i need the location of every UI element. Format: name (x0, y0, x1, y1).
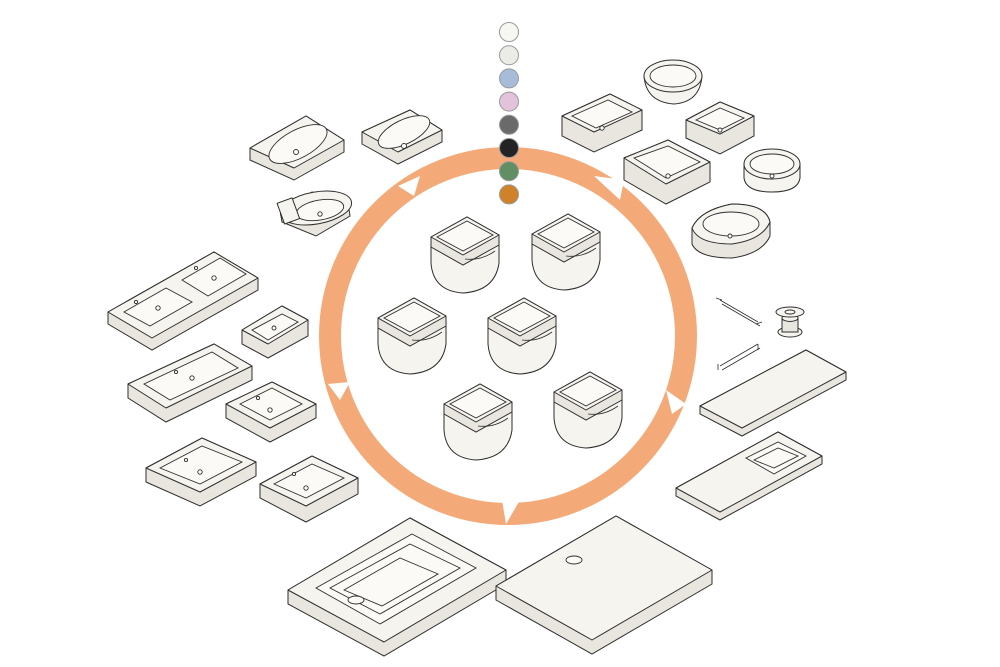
toilet-icon (430, 216, 500, 294)
color-swatch (499, 22, 519, 42)
double-basin-counter (107, 251, 259, 351)
color-swatch (499, 138, 519, 158)
long-trough-basin (127, 343, 253, 423)
wall-basin-right (361, 109, 443, 165)
rect-vessel-1 (561, 93, 643, 153)
toilet-icon (487, 297, 557, 375)
small-oval-basin (276, 190, 353, 237)
color-swatch (499, 184, 519, 205)
towel-rail-icon (715, 297, 763, 327)
toilet-icon (443, 383, 513, 461)
color-swatch (499, 91, 519, 112)
cycle-arrow-icon (328, 382, 350, 400)
cycle-ring (319, 147, 697, 525)
round-bowl-top (643, 59, 703, 105)
cycle-arrow-icon (398, 176, 420, 196)
shower-tray-icon (495, 515, 713, 655)
cycle-arrow-icon (666, 390, 686, 414)
small-square-basin (241, 305, 309, 359)
rect-vessel-2 (623, 139, 711, 205)
basin-worktop-large (287, 517, 507, 657)
toilet-icon (553, 371, 623, 449)
rect-basin-lower-left (145, 437, 257, 507)
rect-basin-lower-mid (259, 455, 359, 523)
towel-rail-icon (717, 343, 761, 371)
cycle-arrow-icon (594, 176, 624, 200)
color-swatch (499, 68, 519, 89)
toilet-icon (531, 213, 601, 291)
toilet-icon (377, 297, 447, 375)
soft-rect-vessel (691, 203, 771, 259)
round-bowl-right (743, 148, 801, 193)
square-vessel (685, 101, 755, 155)
color-swatch (499, 161, 519, 182)
square-counter-basin (225, 381, 317, 443)
plain-countertop (699, 349, 847, 437)
color-swatch (499, 45, 519, 66)
wall-basin-left (249, 115, 345, 181)
toilet-roll-holder-icon (775, 306, 805, 338)
integrated-basin-countertop (675, 431, 823, 521)
finish-swatches (499, 22, 519, 205)
color-swatch (499, 114, 519, 135)
cycle-arrow-icon (502, 500, 520, 524)
